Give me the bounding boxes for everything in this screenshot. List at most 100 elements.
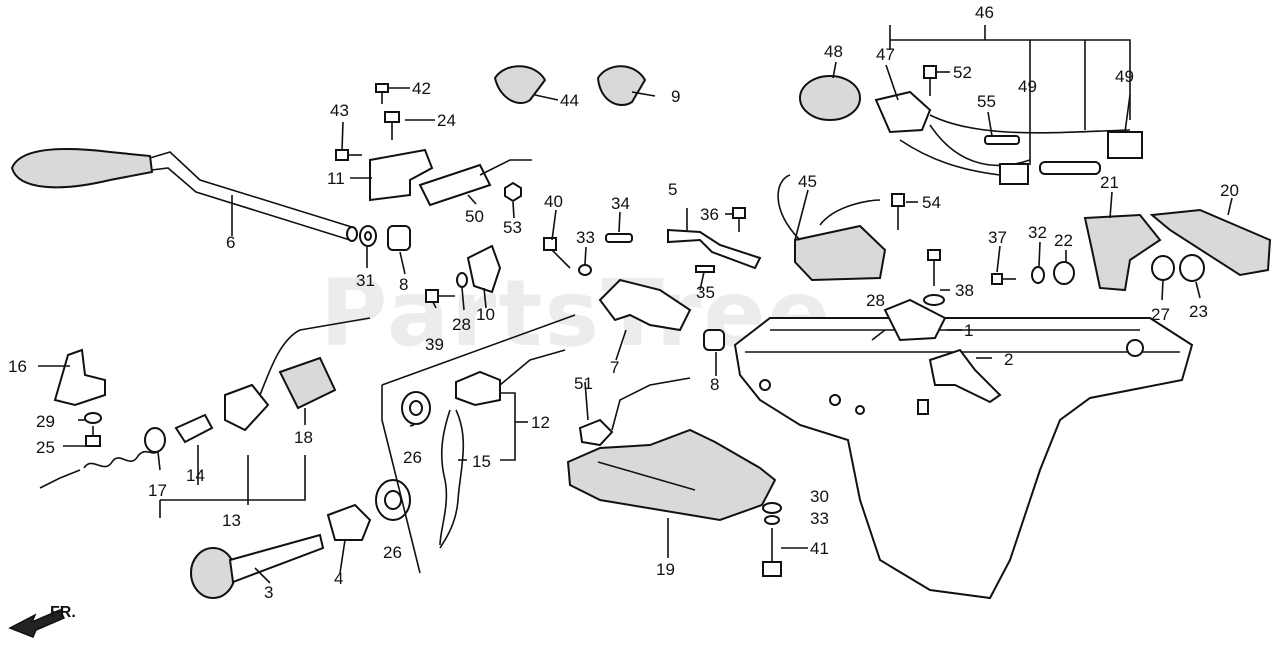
bolt-41 xyxy=(762,528,782,577)
callout-9: 9 xyxy=(671,87,680,106)
callout-38: 38 xyxy=(955,281,974,300)
callout-15: 15 xyxy=(472,452,491,471)
callout-55: 55 xyxy=(977,92,996,111)
callout-11: 11 xyxy=(327,169,345,188)
callout-6: 6 xyxy=(226,233,235,252)
washer-28a xyxy=(456,272,468,288)
lever-7 xyxy=(598,278,692,332)
nut-26a xyxy=(401,391,431,425)
callout-18: 18 xyxy=(294,428,313,447)
callout-31: 31 xyxy=(356,271,375,290)
callout-27: 27 xyxy=(1151,305,1170,324)
callout-29: 29 xyxy=(36,412,55,431)
callout-37: 37 xyxy=(988,228,1007,247)
leader-lines xyxy=(38,25,1233,584)
pin-34 xyxy=(605,233,633,243)
callout-12: 12 xyxy=(531,413,550,432)
callout-8a: 8 xyxy=(399,275,408,294)
divider-lines xyxy=(381,314,576,574)
bushing-23 xyxy=(1179,254,1205,282)
callout-5: 5 xyxy=(668,180,677,199)
stop-switch-12 xyxy=(455,349,566,407)
bolt-24 xyxy=(384,111,400,140)
bushing-8a xyxy=(387,225,411,251)
bolt-40 xyxy=(543,237,571,269)
callout-22: 22 xyxy=(1054,231,1073,250)
callout-39: 39 xyxy=(425,335,444,354)
callout-47: 47 xyxy=(876,45,895,64)
switch-50 xyxy=(418,159,532,207)
hose-band-44 xyxy=(493,65,547,105)
callout-20: 20 xyxy=(1220,181,1239,200)
bushing-8c xyxy=(703,329,725,351)
bolt-52 xyxy=(923,65,937,96)
callout-36: 36 xyxy=(700,205,719,224)
callout-54: 54 xyxy=(922,193,941,212)
washer-31 xyxy=(359,225,377,247)
callout-labels: 1 2 3 4 5 6 7 8 8 9 10 11 12 13 14 15 16… xyxy=(8,3,1239,602)
callout-13: 13 xyxy=(222,511,241,530)
callout-30: 30 xyxy=(810,487,829,506)
callout-45: 45 xyxy=(798,172,817,191)
callout-8c: 8 xyxy=(710,375,719,394)
callout-40: 40 xyxy=(544,192,563,211)
callout-14: 14 xyxy=(186,466,205,485)
screw-42 xyxy=(375,83,389,104)
callout-34: 34 xyxy=(611,194,630,213)
callout-33b: 33 xyxy=(810,509,829,528)
bolt-39 xyxy=(425,289,455,303)
washer-27 xyxy=(1151,255,1175,281)
plug-4 xyxy=(326,503,372,541)
screw-36 xyxy=(732,207,746,232)
callout-51: 51 xyxy=(574,374,593,393)
bracket-16 xyxy=(53,348,106,407)
front-direction-arrow: FR. xyxy=(8,604,76,638)
callout-42: 42 xyxy=(412,79,431,98)
callout-41: 41 xyxy=(810,539,829,558)
callout-52: 52 xyxy=(953,63,972,82)
callout-44: 44 xyxy=(560,91,579,110)
washer-28b xyxy=(923,294,945,306)
callout-25: 25 xyxy=(36,438,55,457)
bracket-5 xyxy=(667,228,762,270)
callout-26a: 26 xyxy=(403,448,422,467)
bolt-54 xyxy=(891,193,905,230)
washer-33a xyxy=(578,264,592,276)
washer-22 xyxy=(1053,261,1075,285)
arm-20 xyxy=(1149,208,1272,277)
sensor-51 xyxy=(578,377,691,447)
callout-49a: 49 xyxy=(1018,77,1037,96)
arm-21 xyxy=(1083,213,1162,292)
washer-29 xyxy=(84,412,102,424)
callout-48: 48 xyxy=(824,42,843,61)
callout-21: 21 xyxy=(1100,173,1119,192)
washer-30-33 xyxy=(762,502,782,525)
plate-10 xyxy=(466,244,502,294)
switch-1 xyxy=(871,298,947,342)
rectifier-45 xyxy=(777,174,887,282)
grip-19 xyxy=(566,428,777,522)
screw-25 xyxy=(85,426,101,447)
callout-24: 24 xyxy=(437,111,456,130)
callout-53: 53 xyxy=(503,218,522,237)
callout-19: 19 xyxy=(656,560,675,579)
tiller-handle-6 xyxy=(10,148,358,242)
callout-2: 2 xyxy=(1004,350,1013,369)
switch-2 xyxy=(928,348,1002,404)
knob-3 xyxy=(190,533,325,599)
bolt-38 xyxy=(927,249,941,286)
callout-28a: 28 xyxy=(452,315,471,334)
callout-28b: 28 xyxy=(866,291,885,310)
callout-35: 35 xyxy=(696,283,715,302)
screw-37 xyxy=(991,273,1016,285)
callout-1: 1 xyxy=(964,321,973,340)
callout-49b: 49 xyxy=(1115,67,1134,86)
callout-7: 7 xyxy=(610,358,619,377)
callout-4: 4 xyxy=(334,569,343,588)
pin-35 xyxy=(695,265,715,273)
washer-32 xyxy=(1031,266,1045,284)
spring-17 xyxy=(39,427,166,489)
callout-3: 3 xyxy=(264,583,273,602)
nut-53 xyxy=(504,181,522,203)
